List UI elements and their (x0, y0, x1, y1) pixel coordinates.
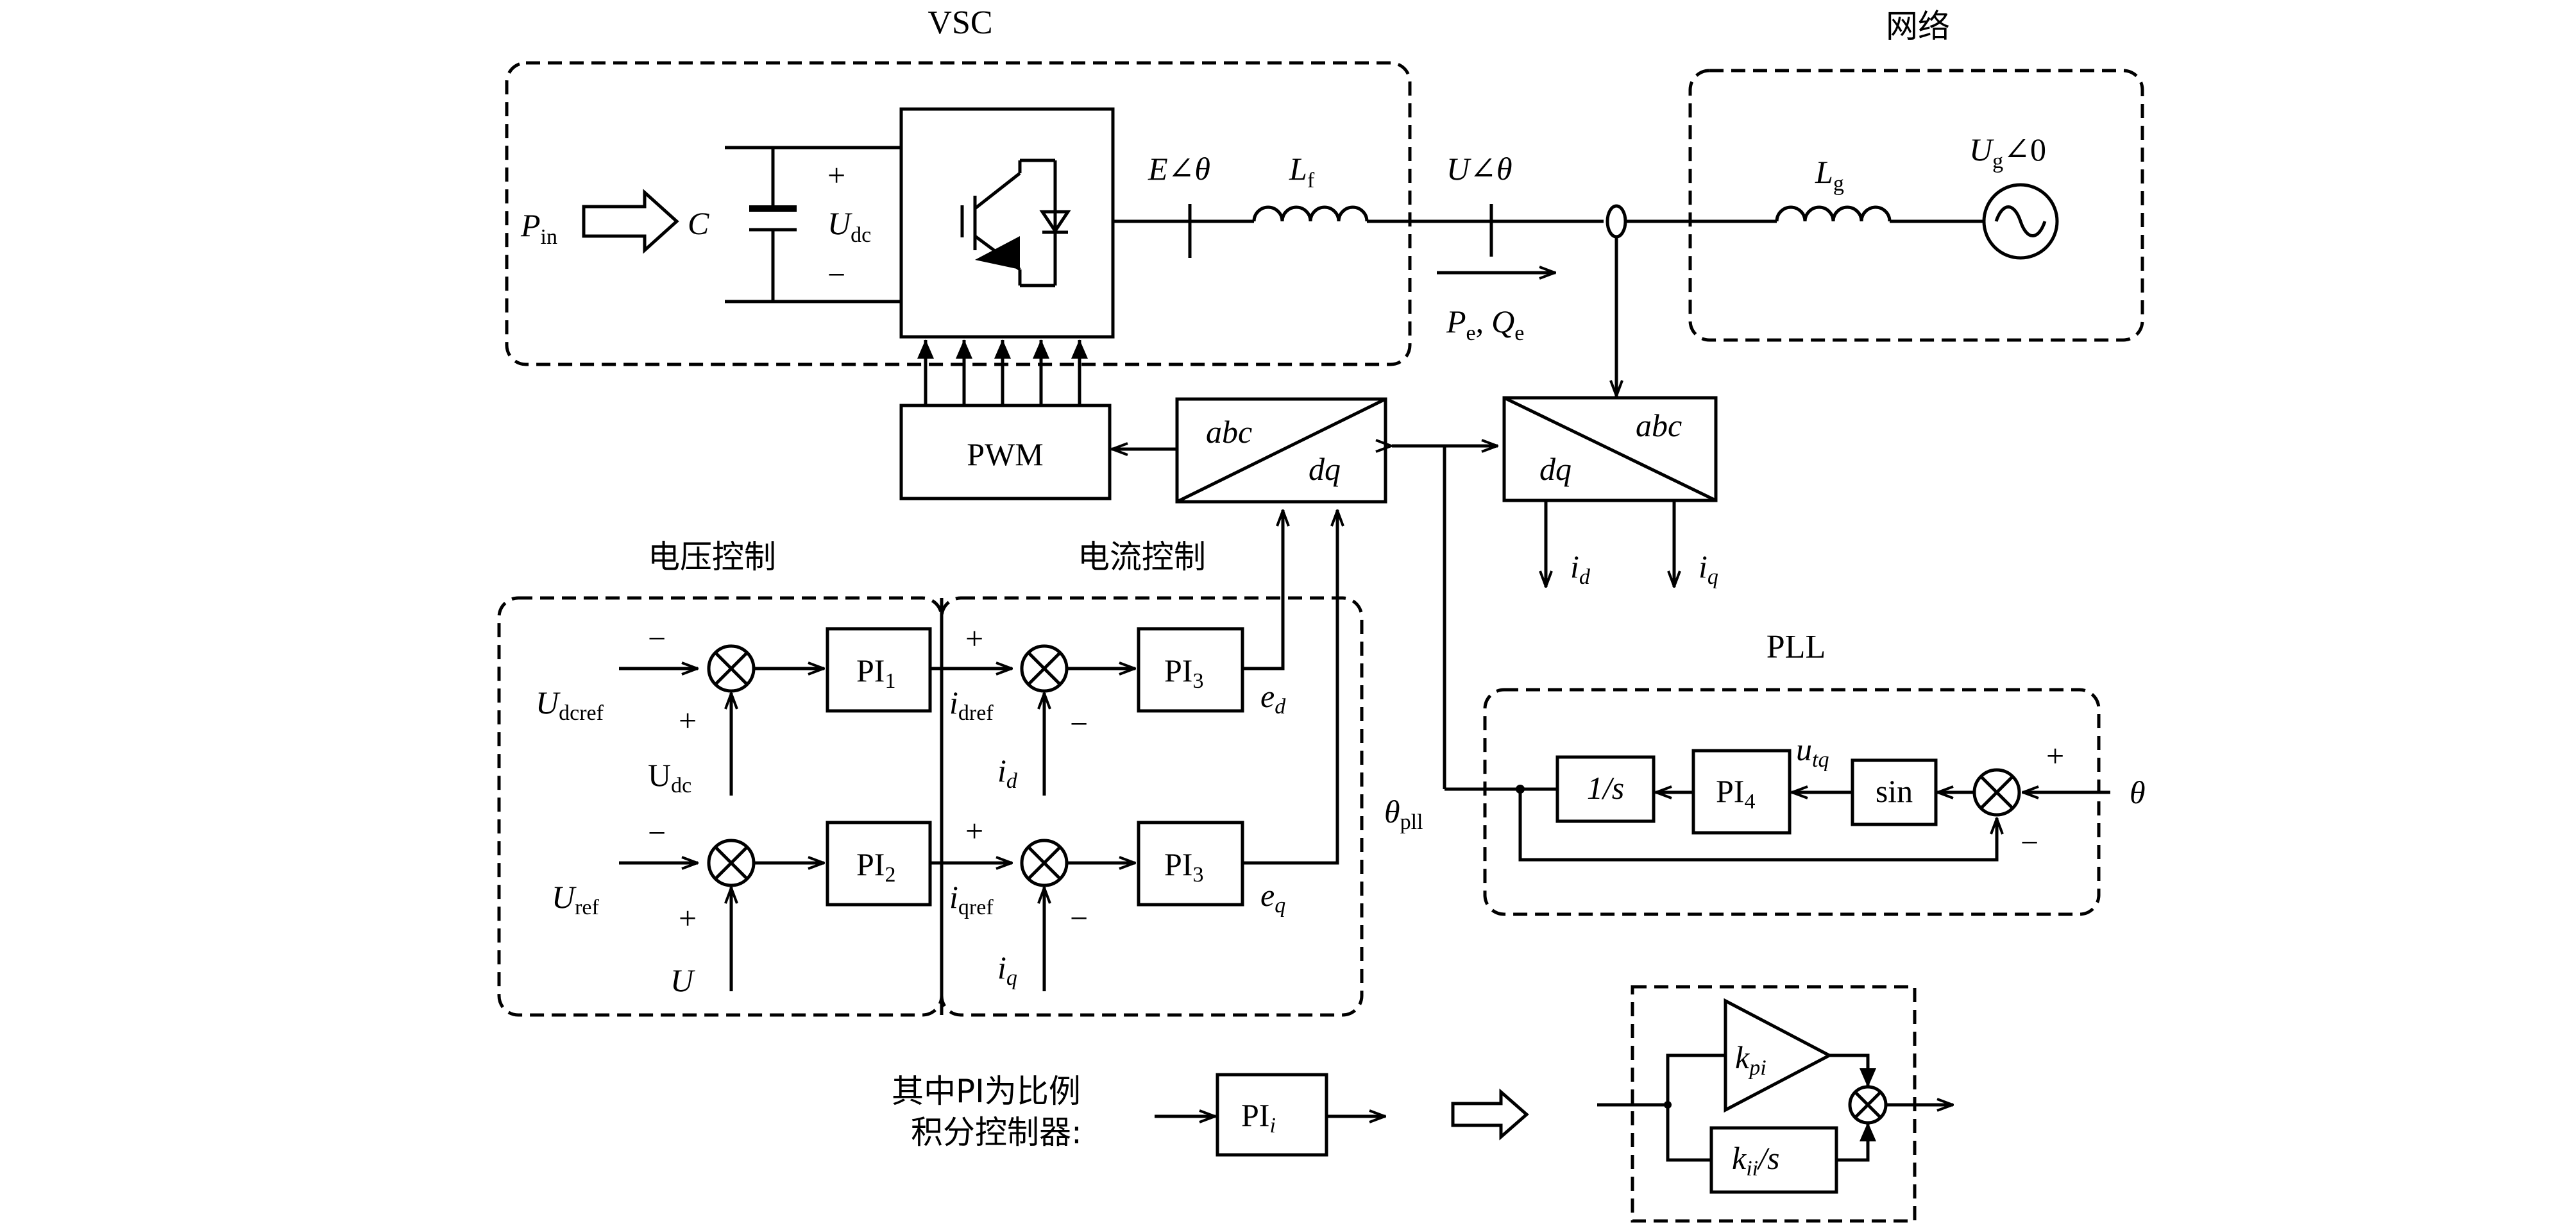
measurement-point (1606, 204, 1627, 239)
udc-minus: − (827, 257, 845, 293)
note-line-1: 其中PI为比例 (892, 1073, 1081, 1110)
svg-text:PWM: PWM (967, 436, 1043, 472)
pi-note-section: 其中PI为比例 积分控制器: PIi kpi kii/s (892, 985, 1953, 1223)
pll-section: PLL θpll 1/s PI4 sin + θ utq − (1384, 629, 2146, 916)
svg-text:dq: dq (1539, 451, 1572, 487)
current-control-title: 电流控制 (1078, 538, 1206, 576)
ug-label: Ug∠0 (1969, 132, 2046, 173)
svg-text:id: id (1570, 549, 1591, 589)
svg-text:−: − (1070, 706, 1088, 742)
svg-text:iq: iq (997, 950, 1017, 990)
sum-junction-3 (1020, 644, 1069, 693)
pi3-q-block (1137, 821, 1244, 907)
svg-text:Udc: Udc (648, 757, 691, 797)
svg-text:utq: utq (1796, 731, 1829, 772)
svg-text:−: − (648, 815, 666, 851)
u-angle-label: U∠θ (1446, 151, 1513, 187)
sum-junction-2 (707, 839, 756, 887)
integrator-block (1555, 755, 1656, 823)
svg-text:PI2: PI2 (856, 846, 895, 887)
capacitor-plate-top (749, 205, 797, 212)
svg-text:U: U (670, 962, 695, 998)
lg-label: Lg (1815, 154, 1844, 196)
svg-text:eq: eq (1260, 877, 1285, 917)
svg-text:abc: abc (1206, 414, 1252, 450)
svg-text:abc: abc (1636, 407, 1682, 443)
svg-text:+: + (965, 620, 983, 656)
svg-text:dq: dq (1309, 451, 1341, 487)
gate-signal-arrows (917, 339, 1088, 405)
integral-gain-block (1709, 1126, 1838, 1194)
pll-dashed-frame (1483, 688, 2101, 916)
network-section: 网络 Lg Ug∠0 (1688, 8, 2144, 342)
main-bus: U∠θ Pe,Qe (1367, 151, 1777, 397)
svg-text:+: + (2046, 738, 2064, 774)
pi1-block (826, 627, 932, 713)
power-flow-label: Pe,Qe (1446, 303, 1524, 345)
voltage-control-section: 电压控制 − Udcref + Udc PI1 − Uref + U PI2 (497, 538, 944, 1017)
udc-plus: + (827, 157, 845, 193)
pi2-block (826, 821, 932, 907)
pwm-block (899, 404, 1112, 500)
ed-feedback-line (1242, 510, 1283, 670)
svg-text:−: − (648, 620, 666, 656)
svg-text:iqref: iqref (949, 879, 994, 919)
lf-inductor (1252, 205, 1369, 222)
igbt-switch-icon (960, 158, 1071, 287)
voltage-control-title: 电压控制 (648, 538, 776, 576)
svg-text:id: id (997, 753, 1018, 793)
svg-text:1/s: 1/s (1587, 770, 1624, 806)
note-line-2: 积分控制器: (911, 1114, 1082, 1151)
udc-label: Udc (827, 205, 871, 247)
svg-text:−: − (2021, 824, 2038, 860)
svg-text:+: + (965, 813, 983, 849)
svg-text:PIi: PIi (1241, 1097, 1276, 1138)
converter-box (899, 107, 1115, 339)
pi3-d-block (1137, 627, 1244, 713)
lg-inductor (1775, 205, 1892, 222)
equivalence-hollow-arrow (1451, 1088, 1529, 1141)
network-dashed-frame (1688, 69, 2144, 342)
pwm-and-transforms: PWM abc dq abc dq id iq (899, 339, 1718, 791)
lf-label: Lf (1289, 151, 1315, 192)
sum-junction-pi-detail (1848, 1085, 1888, 1125)
vsc-title: VSC (928, 4, 992, 41)
sum-junction-1 (707, 644, 756, 693)
svg-text:θpll: θpll (1384, 794, 1423, 834)
svg-text:Udcref: Udcref (536, 685, 604, 725)
sum-junction-pll (1972, 768, 2021, 817)
svg-text:ed: ed (1260, 678, 1286, 719)
svg-text:iq: iq (1699, 549, 1718, 589)
svg-text:sin: sin (1876, 773, 1913, 809)
svg-text:PI4: PI4 (1716, 773, 1755, 814)
svg-text:θ: θ (2130, 774, 2146, 810)
svg-text:kpi: kpi (1735, 1039, 1767, 1080)
network-title: 网络 (1886, 8, 1950, 45)
capacitor-label: C (688, 205, 709, 241)
svg-text:PI3: PI3 (1164, 652, 1203, 693)
vsc-section: VSC Pin C + Udc − (505, 4, 1412, 366)
svg-text:Uref: Uref (552, 879, 600, 919)
gain-triangle (1724, 998, 1833, 1113)
svg-text:idref: idref (949, 685, 994, 725)
vsc-dashed-frame (505, 61, 1412, 366)
svg-text:kii/s: kii/s (1732, 1140, 1779, 1181)
svg-text:+: + (679, 703, 697, 738)
eq-feedback-line (1242, 510, 1337, 865)
svg-text:PI1: PI1 (856, 652, 895, 693)
e-angle-label: E∠θ (1148, 151, 1210, 187)
current-control-section: 电流控制 + idref − id PI3 ed + iqref − iq (930, 510, 1364, 1017)
sum-junction-4 (1020, 839, 1069, 887)
p-in-hollow-arrow (582, 189, 679, 254)
pll-title: PLL (1767, 629, 1826, 665)
svg-text:PI3: PI3 (1164, 846, 1203, 887)
svg-text:+: + (679, 900, 697, 936)
p-in-label: Pin (520, 207, 557, 249)
svg-text:−: − (1070, 900, 1088, 936)
